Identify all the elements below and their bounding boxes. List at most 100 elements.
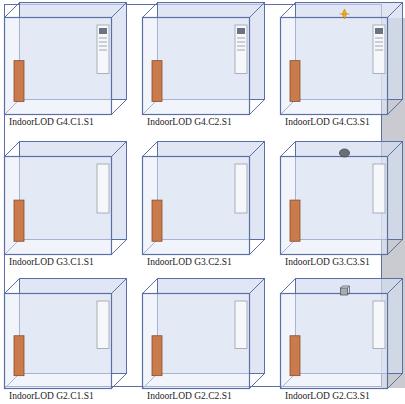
cube-outline <box>142 2 266 114</box>
device <box>373 25 385 74</box>
door <box>152 61 162 102</box>
device <box>97 164 109 213</box>
front-face <box>143 157 250 255</box>
device-detail <box>99 42 107 43</box>
cube-edge <box>250 279 265 294</box>
cube-edge <box>250 374 265 389</box>
device <box>373 301 385 349</box>
device-detail <box>375 46 383 47</box>
cube-edge <box>5 142 20 157</box>
node-label: IndoorLOD G2.C1.S1 <box>4 390 128 402</box>
cube-outline <box>280 141 404 254</box>
node-label: IndoorLOD G3.C2.S1 <box>142 256 266 268</box>
room-cube: IndoorLOD G2.C2.S1 <box>142 278 266 402</box>
front-face <box>281 294 388 389</box>
cube-edge <box>388 100 403 115</box>
front-face <box>5 18 112 115</box>
front-face <box>281 18 388 115</box>
device-detail <box>375 50 383 51</box>
cube-edge <box>143 3 158 18</box>
door <box>14 61 24 102</box>
room-cube: IndoorLOD G2.C1.S1 <box>4 278 128 402</box>
cube-outline <box>4 141 128 254</box>
cube-edge <box>250 3 265 18</box>
node-label: IndoorLOD G2.C3.S1 <box>280 390 404 402</box>
device <box>235 25 247 74</box>
front-face <box>143 18 250 115</box>
room-cube: IndoorLOD G3.C3.S1 <box>280 141 404 268</box>
device <box>97 301 109 349</box>
sensor-box <box>340 288 347 295</box>
device-detail <box>99 46 107 47</box>
node-label: IndoorLOD G4.C1.S1 <box>4 116 128 128</box>
node-label: IndoorLOD G3.C1.S1 <box>4 256 128 268</box>
cube-edge <box>143 142 158 157</box>
cube-edge <box>112 279 127 294</box>
device-detail <box>99 50 107 51</box>
cube-edge <box>281 279 296 294</box>
cube-edge <box>388 279 403 294</box>
device-detail <box>375 38 383 39</box>
cube-edge <box>5 279 20 294</box>
smoke-detector <box>339 149 349 157</box>
light-fixture <box>339 9 349 19</box>
cube-edge <box>250 100 265 115</box>
device <box>235 164 247 213</box>
door <box>290 200 300 241</box>
device-screen <box>99 28 107 34</box>
front-face <box>281 157 388 255</box>
node-label: IndoorLOD G3.C3.S1 <box>280 256 404 268</box>
device-detail <box>237 46 245 47</box>
room-cube: IndoorLOD G4.C1.S1 <box>4 2 128 128</box>
cube-outline <box>142 278 266 388</box>
device-detail <box>237 42 245 43</box>
room-cube: IndoorLOD G3.C1.S1 <box>4 141 128 268</box>
door <box>152 336 162 376</box>
cube-edge <box>143 279 158 294</box>
device-screen <box>375 28 383 34</box>
cube-outline <box>4 278 128 388</box>
cube-edge <box>388 3 403 18</box>
front-face <box>5 157 112 255</box>
device-detail <box>99 38 107 39</box>
cube-edge <box>5 3 20 18</box>
cube-outline <box>142 141 266 254</box>
sensor-box-edge <box>340 286 349 295</box>
door <box>290 336 300 376</box>
device <box>235 301 247 349</box>
front-face <box>143 294 250 389</box>
room-cube: IndoorLOD G4.C2.S1 <box>142 2 266 128</box>
room-cube: IndoorLOD G4.C3.S1 <box>280 2 404 128</box>
cube-outline <box>280 278 404 388</box>
device <box>97 25 109 74</box>
room-cube: IndoorLOD G2.C3.S1 <box>280 278 404 402</box>
cube-edge <box>112 100 127 115</box>
device <box>373 164 385 213</box>
room-cube: IndoorLOD G3.C2.S1 <box>142 141 266 268</box>
cube-edge <box>250 142 265 157</box>
cube-edge <box>250 240 265 255</box>
cube-edge <box>388 240 403 255</box>
cube-edge <box>281 142 296 157</box>
cube-outline <box>4 2 128 114</box>
front-face <box>5 294 112 389</box>
cube-edge <box>388 374 403 389</box>
node-label: IndoorLOD G4.C3.S1 <box>280 116 404 128</box>
door <box>14 200 24 241</box>
cube-edge <box>281 3 296 18</box>
node-label: IndoorLOD G4.C2.S1 <box>142 116 266 128</box>
cube-edge <box>112 240 127 255</box>
cube-outline <box>280 2 404 114</box>
device-detail <box>237 50 245 51</box>
cube-edge <box>112 142 127 157</box>
device-screen <box>237 28 245 34</box>
door <box>152 200 162 241</box>
door <box>14 336 24 376</box>
cube-edge <box>388 142 403 157</box>
cube-edge <box>112 3 127 18</box>
door <box>290 61 300 102</box>
device-detail <box>375 42 383 43</box>
node-label: IndoorLOD G2.C2.S1 <box>142 390 266 402</box>
cube-edge <box>112 374 127 389</box>
device-detail <box>237 38 245 39</box>
